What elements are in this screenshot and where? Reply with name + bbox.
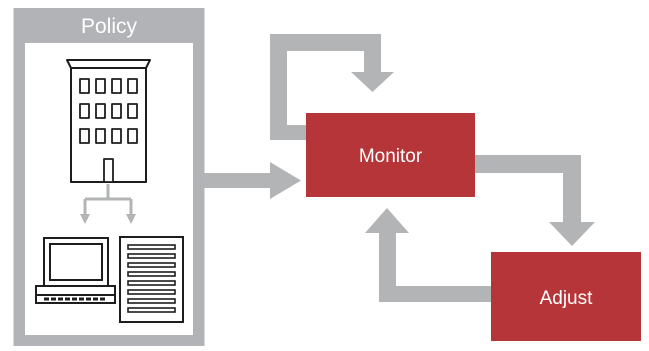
monitor-label: Monitor <box>359 146 423 167</box>
monitor-box: Monitor <box>306 113 475 197</box>
branch-arrows-icon <box>80 184 136 224</box>
office-building-icon <box>66 59 151 183</box>
arrow-monitor-to-adjust <box>473 155 595 246</box>
desktop-computer-icon <box>35 237 116 304</box>
document-icon <box>119 236 184 323</box>
adjust-label: Adjust <box>540 288 594 309</box>
policy-title: Policy <box>81 15 138 38</box>
arrow-adjust-to-monitor <box>365 208 494 302</box>
arrow-monitor-loop <box>270 34 394 140</box>
arrow-policy-to-monitor <box>204 162 301 199</box>
adjust-box: Adjust <box>491 252 641 341</box>
